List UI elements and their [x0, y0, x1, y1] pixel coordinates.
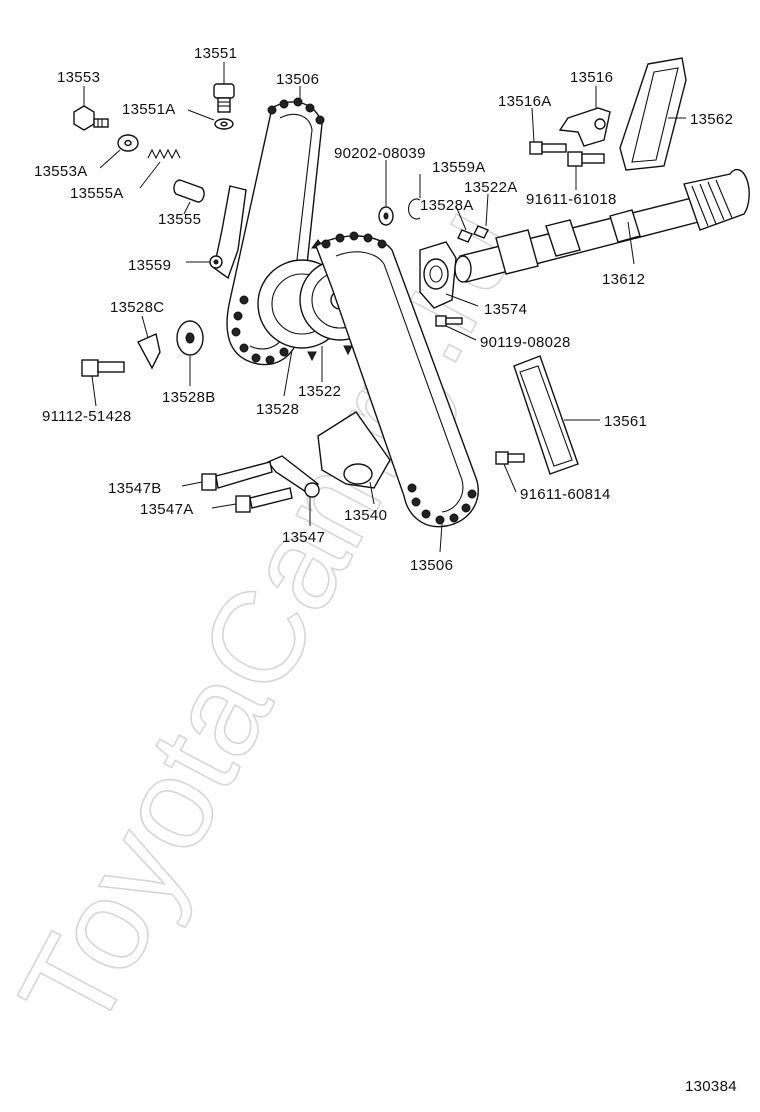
label-13551: 13551: [194, 45, 237, 62]
label-91611-60814: 91611-60814: [520, 486, 611, 503]
part-13547A-bolt: [235, 487, 293, 513]
part-13574-plate: [419, 241, 457, 309]
part-13559A-snap-ring: [407, 198, 421, 220]
part-13559-tensioner-arm: [209, 185, 247, 280]
part-91611-60814-bolt: [495, 451, 525, 465]
part-91112-51428-bolt: [81, 359, 125, 377]
part-13562-chain-guide: [619, 57, 687, 171]
label-13522A: 13522A: [464, 179, 518, 196]
label-13547: 13547: [282, 529, 325, 546]
part-13553A-washer: [117, 134, 139, 152]
part-13561-chain-guide: [513, 355, 579, 475]
part-13551-plug: [213, 83, 235, 130]
part-13528C-lock-plate: [137, 333, 161, 370]
label-13555A: 13555A: [70, 185, 124, 202]
label-90202-08039: 90202-08039: [334, 145, 426, 162]
label-13553A: 13553A: [34, 163, 88, 180]
part-13555-plunger: [173, 179, 205, 203]
label-13547A: 13547A: [140, 501, 194, 518]
label-13555: 13555: [158, 211, 201, 228]
part-13555A-spring: [147, 148, 181, 160]
part-13506-lower-chain: [315, 231, 479, 528]
part-90119-08028-bolt: [435, 315, 463, 327]
label-90119-08028: 90119-08028: [480, 334, 571, 351]
diagram-id: 130384: [685, 1078, 737, 1095]
label-13540: 13540: [344, 507, 387, 524]
label-13522: 13522: [298, 383, 341, 400]
part-13612-camshaft: [454, 168, 750, 283]
label-13612: 13612: [602, 271, 645, 288]
part-13516A-bolt: [529, 141, 567, 155]
part-90202-08039-washer: [378, 206, 394, 226]
label-13561: 13561: [604, 413, 647, 430]
label-13506-top: 13506: [276, 71, 319, 88]
label-13553: 13553: [57, 69, 100, 86]
label-13528B: 13528B: [162, 389, 216, 406]
label-13551A: 13551A: [122, 101, 176, 118]
part-13528A-13522A-keys: [457, 225, 489, 243]
label-91611-61018: 91611-61018: [526, 191, 617, 208]
label-13516: 13516: [570, 69, 613, 86]
part-13540-tensioner: [317, 411, 391, 489]
label-13559: 13559: [128, 257, 171, 274]
label-13547B: 13547B: [108, 480, 162, 497]
leader-lines: [83, 62, 686, 553]
label-13528C: 13528C: [110, 299, 164, 316]
label-13528: 13528: [256, 401, 299, 418]
label-91112-51428: 91112-51428: [42, 408, 132, 425]
label-13506-bottom: 13506: [410, 557, 453, 574]
label-13516A: 13516A: [498, 93, 552, 110]
part-13528B-washer: [176, 320, 204, 356]
part-91611-61018-bolt: [567, 151, 605, 167]
part-13553-hex-bolt: [73, 105, 109, 131]
label-13528A: 13528A: [420, 197, 474, 214]
label-13559A: 13559A: [432, 159, 486, 176]
label-13562: 13562: [690, 111, 733, 128]
label-13574: 13574: [484, 301, 527, 318]
part-13516-bracket: [558, 107, 611, 147]
part-13547-link: [266, 455, 320, 498]
